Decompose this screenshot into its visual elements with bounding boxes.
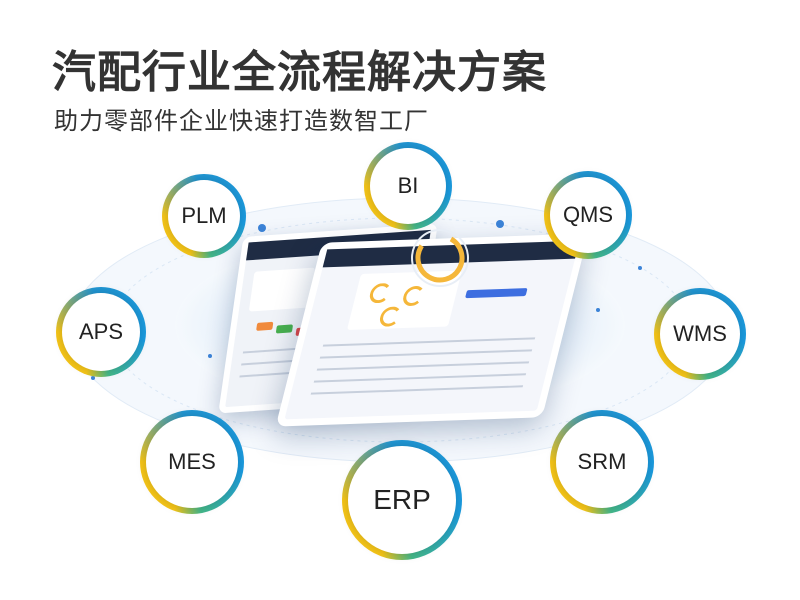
node-face: [146, 416, 238, 508]
node-label: ERP: [373, 484, 431, 515]
node-label: QMS: [562, 202, 614, 227]
node-face: [62, 293, 140, 371]
node-face: [660, 294, 740, 374]
node-label: WMS: [673, 321, 727, 346]
node-mes[interactable]: MES: [140, 410, 244, 514]
page-title: 汽配行业全流程解决方案: [52, 47, 547, 98]
header-pill: [465, 288, 528, 299]
node-erp[interactable]: ERP: [342, 440, 462, 560]
dashboard-screen-front: [275, 233, 589, 427]
table-row: [313, 373, 527, 383]
node-bi[interactable]: BI: [364, 142, 452, 230]
node-plm[interactable]: PLM: [162, 174, 246, 258]
node-aps[interactable]: APS: [56, 287, 146, 377]
table-row: [316, 361, 530, 371]
node-label: PLM: [181, 203, 227, 228]
page-subtitle: 助力零部件企业快速打造数智工厂: [54, 107, 429, 135]
chart-bar: [275, 324, 294, 334]
screen-header-bar: [322, 240, 580, 268]
node-label: MES: [168, 449, 216, 474]
node-qms[interactable]: QMS: [544, 171, 632, 259]
node-label: BI: [397, 173, 419, 198]
node-face: [168, 180, 240, 252]
node-wms[interactable]: WMS: [654, 288, 746, 380]
node-face: [550, 177, 626, 253]
chart-bar: [256, 321, 274, 331]
node-face: [348, 446, 456, 554]
table-row: [319, 349, 533, 359]
table-row: [310, 385, 524, 395]
node-srm[interactable]: SRM: [550, 410, 654, 514]
table-row: [322, 337, 536, 347]
node-label: APS: [78, 319, 124, 344]
node-label: SRM: [577, 449, 627, 474]
node-face: [370, 148, 446, 224]
node-face: [556, 416, 648, 508]
